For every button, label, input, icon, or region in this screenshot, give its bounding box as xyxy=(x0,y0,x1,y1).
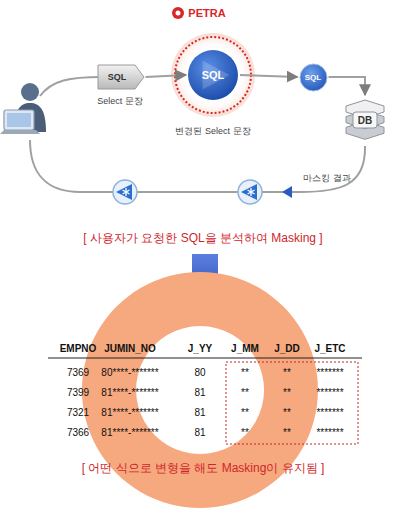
petra-engine: SQL변경된 Select 문장 xyxy=(187,49,239,101)
table-header: J_DD xyxy=(274,343,300,354)
table-cell: ** xyxy=(283,387,291,398)
table-cell: ** xyxy=(241,427,249,438)
table-cell: ******* xyxy=(316,427,343,438)
table-cell: ******* xyxy=(316,387,343,398)
flow-connector xyxy=(146,75,187,77)
table-cell: ** xyxy=(241,387,249,398)
node-label: SQL xyxy=(187,49,239,101)
flow-line xyxy=(40,77,102,96)
table-cell: 80 xyxy=(194,367,205,378)
table-cell: ** xyxy=(241,407,249,418)
table-header: JUMIN_NO xyxy=(104,343,156,354)
node-caption: Select 문장 xyxy=(97,95,143,108)
sql-icon: SQL xyxy=(299,63,328,92)
logo-mark xyxy=(172,7,184,19)
table-cell: ** xyxy=(283,367,291,378)
table-header: J_ETC xyxy=(314,343,345,354)
table-cell: 81****-******* xyxy=(101,407,158,418)
table-cell: ******* xyxy=(316,367,343,378)
caption-text: [ 어떤 식으로 변형을 해도 Masking이 유지됨 ] xyxy=(82,460,325,477)
table-cell: 81 xyxy=(194,387,205,398)
table-rule xyxy=(48,358,362,359)
masked-result-icon xyxy=(113,180,137,204)
arrow-head xyxy=(282,186,292,198)
highlight-ring xyxy=(175,37,251,113)
table-cell: ******* xyxy=(316,407,343,418)
table-cell: 81****-******* xyxy=(101,387,158,398)
logo-mark xyxy=(176,11,181,16)
table-cell: 7366 xyxy=(67,427,89,438)
node-label: DB xyxy=(342,96,388,144)
flow-connector xyxy=(240,75,298,77)
table-cell: 81****-******* xyxy=(101,427,158,438)
table-header: J_MM xyxy=(231,343,259,354)
flow-connector xyxy=(329,77,366,95)
node-caption: 변경된 Select 문장 xyxy=(175,125,250,138)
table-cell: ** xyxy=(283,407,291,418)
database: DB xyxy=(342,96,388,144)
node-label: SQL xyxy=(299,63,328,92)
logo-text: PETRA xyxy=(188,7,225,19)
masked-result-icon xyxy=(238,180,262,204)
table-header: EMPNO xyxy=(60,343,97,354)
table-cell: 7369 xyxy=(67,367,89,378)
sql-icon: SQLSelect 문장 xyxy=(96,64,145,90)
table-cell: 80****-******* xyxy=(101,367,158,378)
table-cell: ** xyxy=(283,427,291,438)
table-cell: 7399 xyxy=(67,387,89,398)
caption-text: [ 사용자가 요청한 SQL을 분석하여 Masking ] xyxy=(83,230,322,247)
dotted-box xyxy=(226,362,358,444)
flow-label: 마스킹 결과 xyxy=(303,172,351,185)
user-icon xyxy=(0,83,46,134)
table-header: J_YY xyxy=(188,343,212,354)
table-cell: ** xyxy=(241,367,249,378)
table-cell: 81 xyxy=(194,407,205,418)
table-cell: 7321 xyxy=(67,407,89,418)
table-cell: 81 xyxy=(194,427,205,438)
return-line xyxy=(30,140,365,192)
node-label: SQL xyxy=(96,64,145,90)
